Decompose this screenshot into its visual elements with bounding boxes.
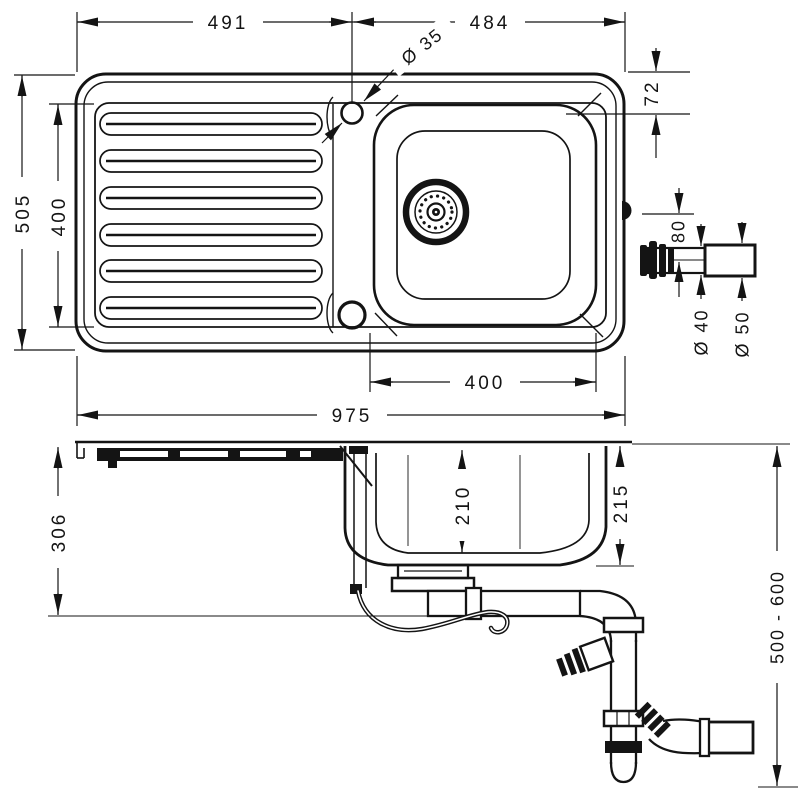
pipe-end-cap	[609, 761, 638, 784]
dimension-975: 975	[76, 356, 626, 427]
dim-label-500-600: 500 - 600	[767, 570, 787, 664]
dimension-400-bowl: 400	[369, 333, 597, 394]
overflow-nipple	[622, 201, 632, 220]
outlet-pipe	[702, 720, 755, 755]
dimension-306: 306	[48, 447, 428, 617]
dim-label-400-bowl: 400	[465, 373, 506, 394]
dimension-491: 491	[76, 12, 353, 102]
dim-label-491: 491	[208, 13, 249, 34]
dimension-72: 72	[566, 48, 690, 158]
drainboard-groove	[99, 296, 323, 320]
drainboard-groove	[99, 149, 323, 173]
dimension-o40: Ø 40	[690, 224, 711, 365]
dim-label-306: 306	[49, 512, 70, 553]
pipe-coupling	[464, 586, 483, 621]
dim-label-215: 215	[611, 483, 632, 524]
dimension-215: 215	[596, 446, 634, 567]
drain-trap-assembly	[355, 563, 755, 784]
dim-label-80: 80	[668, 219, 688, 243]
corner-chamfer	[579, 313, 604, 338]
corrugated-branch	[634, 701, 671, 738]
dimension-o50: Ø 50	[731, 222, 752, 367]
tap-hole-top	[340, 101, 364, 125]
dimension-400-inner: 400	[48, 103, 94, 328]
dimension-80: 80	[642, 188, 694, 297]
dim-label-505: 505	[13, 193, 34, 234]
dim-label-210: 210	[453, 485, 474, 526]
dishwasher-inlet	[556, 636, 615, 677]
tap-ledge-arc	[326, 292, 334, 334]
drainboard-groove	[99, 223, 323, 247]
dim-label-72: 72	[642, 79, 663, 106]
corner-chamfer	[374, 312, 398, 337]
pipe-band	[605, 741, 642, 753]
corner-chamfer	[577, 92, 602, 117]
dim-label-o40: Ø 40	[691, 308, 711, 355]
dim-label-484: 484	[470, 13, 511, 34]
overflow-channel	[349, 446, 368, 594]
dim-label-400-inner: 400	[49, 196, 70, 237]
dimension-210: 210	[452, 450, 474, 553]
drain-strainer	[402, 178, 470, 246]
tap-hole-bottom	[337, 300, 367, 330]
drainboard-groove	[99, 259, 323, 283]
dim-label-975: 975	[332, 406, 373, 427]
bowl	[372, 92, 604, 338]
side-view: 306 210 215	[48, 440, 798, 788]
drainboard-groove	[99, 112, 323, 136]
dimension-500-600: 500 - 600	[758, 446, 798, 788]
overflow-outlet	[622, 201, 757, 279]
drainboard	[99, 96, 334, 334]
pipe-nut	[602, 616, 645, 634]
horizontal-pipe	[426, 589, 582, 618]
dim-label-o50: Ø 50	[732, 310, 752, 357]
outlet-band	[698, 717, 711, 758]
drainboard-groove	[99, 186, 323, 210]
corner-chamfer	[375, 94, 399, 117]
bowl-section	[343, 446, 608, 594]
top-view: 491 484 Ø 35	[12, 12, 757, 427]
outlet-fitting	[703, 243, 757, 278]
pipe-nut	[602, 709, 645, 728]
dimension-505: 505	[12, 74, 75, 351]
dimension-484: 484	[352, 12, 626, 72]
